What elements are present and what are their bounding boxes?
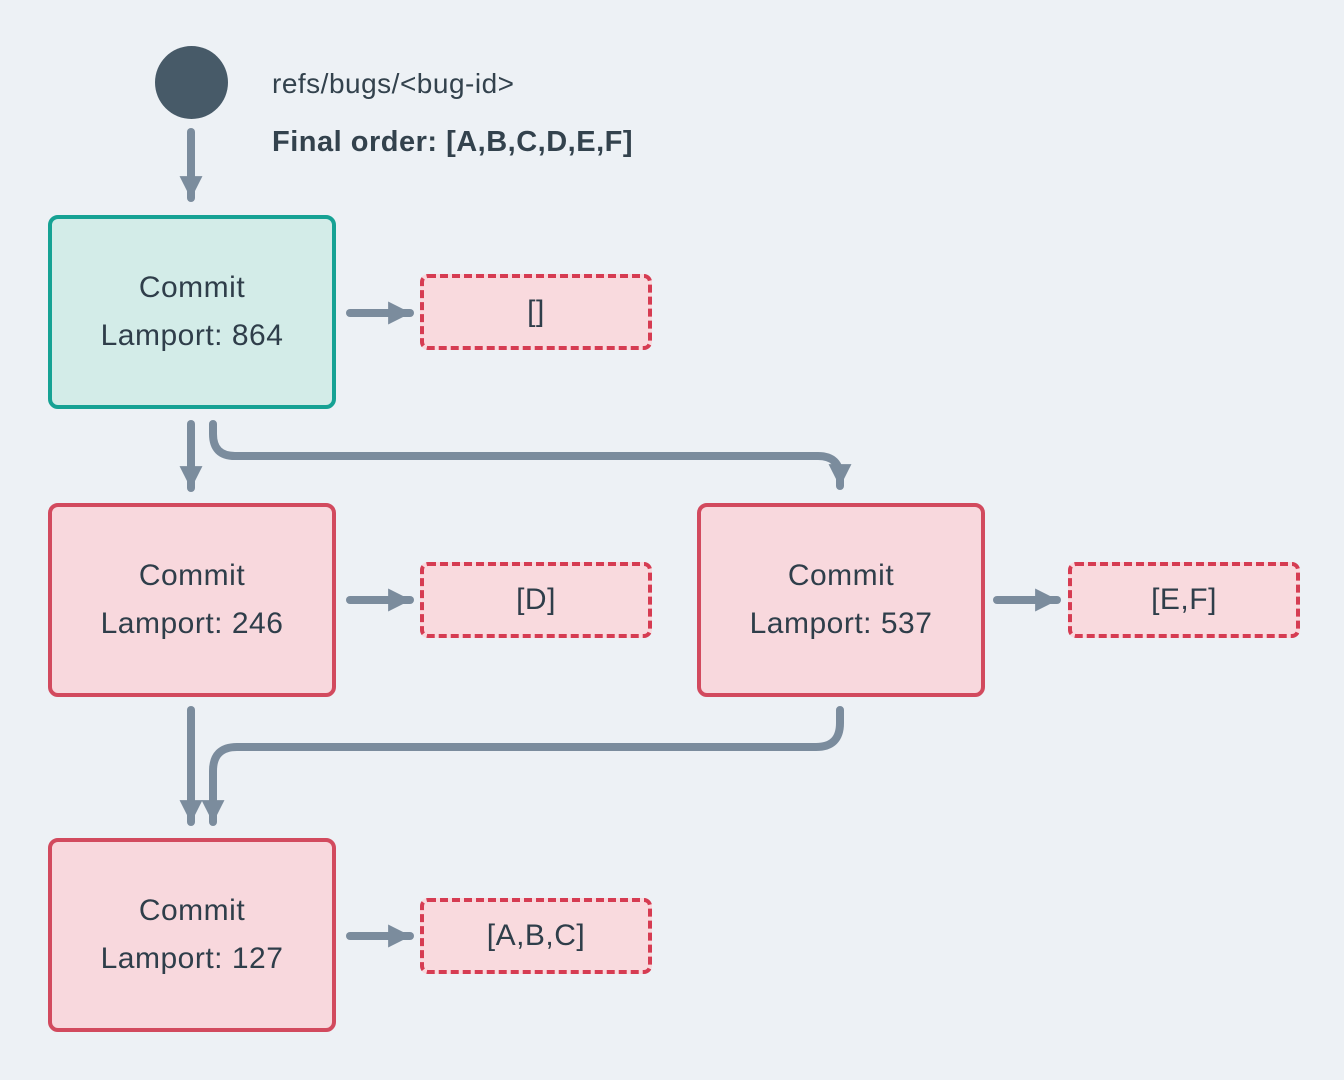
- commit-node-127: Commit Lamport: 127: [48, 838, 336, 1032]
- commit-title: Commit: [138, 271, 246, 304]
- final-order-label: Final order: [A,B,C,D,E,F]: [272, 126, 633, 158]
- ops-box-127: [A,B,C]: [420, 898, 652, 974]
- edge-537-to-127: [201, 706, 844, 826]
- commit-lamport: Lamport: 864: [100, 319, 284, 352]
- ops-label: [A,B,C]: [486, 919, 586, 952]
- ops-label: []: [527, 295, 545, 328]
- commit-title: Commit: [138, 894, 246, 927]
- ops-box-864: []: [420, 274, 652, 350]
- commit-lamport: Lamport: 127: [100, 942, 284, 975]
- commit-lamport: Lamport: 537: [749, 607, 933, 640]
- ops-label: [E,F]: [1151, 583, 1217, 616]
- commit-title: Commit: [138, 559, 246, 592]
- commit-node-537: Commit Lamport: 537: [697, 503, 985, 697]
- ops-box-537: [E,F]: [1068, 562, 1300, 638]
- commit-title: Commit: [787, 559, 895, 592]
- ref-name-label: refs/bugs/<bug-id>: [272, 68, 515, 99]
- ops-label: [D]: [516, 583, 556, 616]
- commit-node-864: Commit Lamport: 864: [48, 215, 336, 409]
- ops-box-246: [D]: [420, 562, 652, 638]
- commit-node-246: Commit Lamport: 246: [48, 503, 336, 697]
- edge-864-to-537: [209, 420, 852, 490]
- ref-head-circle-icon: [155, 46, 228, 119]
- commit-lamport: Lamport: 246: [100, 607, 284, 640]
